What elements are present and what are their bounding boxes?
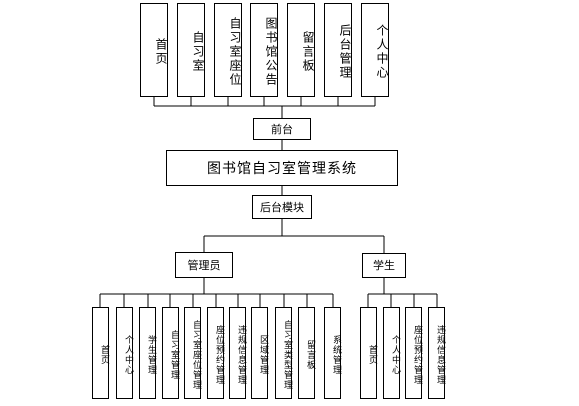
system-title-node: 图书馆自习室管理系统 (166, 150, 398, 186)
front-module-study-room: 自习室 (177, 3, 205, 97)
admin-module-message-board: 留言板 (298, 307, 315, 399)
admin-module-area-management: 区域管理 (251, 307, 268, 399)
front-module-library-notice: 图书馆公告 (250, 3, 278, 97)
admin-module-room-type-management: 自习室类型管理 (275, 307, 292, 399)
admin-module-home: 首页 (92, 307, 109, 399)
admin-module-violation-info: 违规信息管理 (229, 307, 246, 399)
admin-module-seat-reservation: 座位预约管理 (207, 307, 224, 399)
front-module-backend-admin: 后台管理 (324, 3, 352, 97)
student-node: 学生 (362, 253, 406, 278)
admin-module-student-management: 学生管理 (139, 307, 156, 399)
student-module-seat-reservation: 座位预约管理 (405, 307, 422, 399)
admin-module-study-room-management: 自习室管理 (162, 307, 179, 399)
front-module-personal-center: 个人中心 (361, 3, 389, 97)
student-module-personal-center: 个人中心 (383, 307, 400, 399)
admin-module-seat-management: 自习室座位管理 (184, 307, 201, 399)
front-module-study-room-seat: 自习室座位 (214, 3, 242, 97)
admin-node: 管理员 (175, 252, 233, 278)
front-module-message-board: 留言板 (287, 3, 315, 97)
admin-module-personal-center: 个人中心 (116, 307, 133, 399)
admin-module-system-management: 系统管理 (324, 307, 341, 399)
backend-node: 后台模块 (252, 195, 312, 219)
front-node: 前台 (253, 118, 311, 140)
front-module-home: 首页 (140, 3, 168, 97)
student-module-home: 首页 (360, 307, 377, 399)
student-module-violation-info: 违规信息管理 (428, 307, 445, 399)
